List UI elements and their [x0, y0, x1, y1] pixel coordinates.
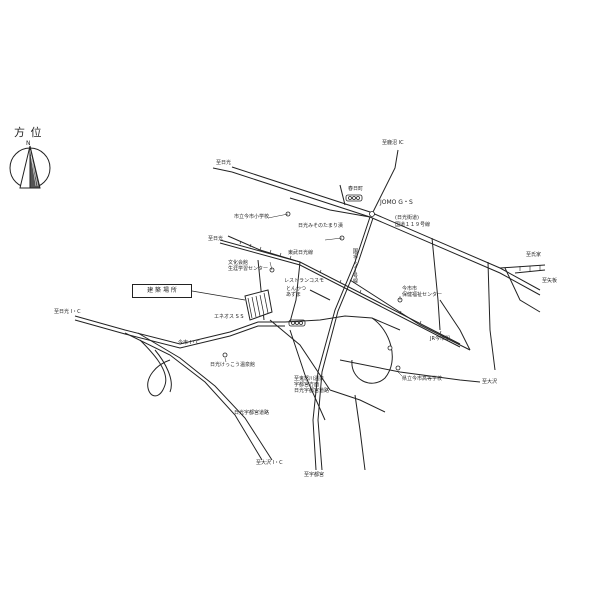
- label-nikko-ekimae: 日光けっこう温泉館: [210, 362, 256, 368]
- label-imaichi-ic: 今市 I・C: [178, 340, 200, 346]
- label-jr: JR今市駅: [430, 336, 450, 342]
- label-fukushi1: 今市市: [402, 286, 418, 292]
- label-eneos: エネオス S S: [214, 314, 244, 320]
- route-121-road: [312, 216, 371, 471]
- label-nikko-ic: 至日光 I・C: [54, 309, 81, 315]
- site-building: [191, 289, 273, 321]
- compass-north-label: N: [26, 140, 31, 147]
- label-tonkatsu: とんかつ: [286, 286, 307, 292]
- label-azuma: あずま: [286, 292, 302, 298]
- label-kasugacho: 春日町: [348, 186, 364, 192]
- label-kinugawa2: 宇都宮方面: [294, 382, 320, 388]
- leader-lines: [224, 213, 403, 377]
- label-route121: 国道１２１号線: [352, 248, 358, 283]
- label-imaichi-school: 市立今市小学校: [234, 214, 270, 220]
- railway-ties: [239, 240, 541, 335]
- label-fukushi2: 保健福祉センター: [402, 292, 443, 298]
- label-ujiie: 至氏家: [526, 252, 542, 258]
- label-nikko-west2: 至日光: [208, 236, 224, 242]
- label-hotel: 日光みそのたまり漬: [298, 223, 343, 229]
- label-tobu-line: 東武日光線: [288, 250, 314, 256]
- label-nikko-west: 至日光: [216, 160, 232, 166]
- roads: [74, 149, 546, 471]
- label-kinugawa3: 日光宇都宮道路: [294, 388, 330, 394]
- label-jomo: JOMO G・S: [380, 199, 413, 206]
- label-kanuma-top: 至鹿沼 IC: [382, 140, 404, 146]
- compass-icon: [9, 145, 51, 189]
- label-nikko-utsu: 日光宇都宮道路: [234, 410, 270, 416]
- label-shougai: 生涯学習センター: [228, 266, 269, 272]
- label-kanuma-bot: 至大沢 I・C: [256, 460, 283, 466]
- label-route119-alt: (日光街道): [395, 215, 419, 221]
- compass-title: 方 位: [14, 126, 43, 139]
- label-bunka: 文化会館: [228, 260, 249, 266]
- expressway: [124, 332, 263, 461]
- label-utsunomiya: 至宇都宮: [304, 472, 325, 478]
- route-119-road: [231, 166, 541, 291]
- traffic-signal-icon: [288, 194, 363, 327]
- label-kosumo: レストランコスモ: [284, 278, 325, 284]
- site-label-box: 建 築 場 所: [132, 284, 192, 298]
- label-koutou: 県立今市高等学校: [402, 376, 443, 382]
- label-yaita: 至矢板: [542, 278, 558, 284]
- label-route119: 国道１１９号線: [395, 222, 431, 228]
- label-sitaiwa: 至大沢: [482, 379, 498, 385]
- label-kinugawa1: 至鬼怒川温泉: [294, 376, 325, 382]
